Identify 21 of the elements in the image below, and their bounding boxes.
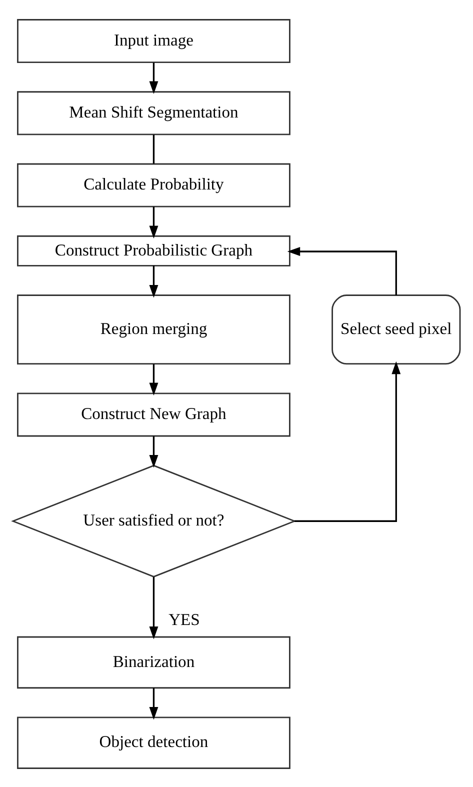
node-box: Construct Probabilistic Graph bbox=[17, 234, 290, 266]
arrow bbox=[149, 576, 158, 639]
node-box: Construct New Graph bbox=[17, 392, 290, 436]
edge-label: YES bbox=[168, 609, 200, 628]
arrow bbox=[149, 436, 158, 468]
arrow bbox=[149, 206, 158, 238]
arrow bbox=[149, 62, 158, 94]
arrow bbox=[294, 360, 401, 522]
arrow bbox=[287, 246, 397, 295]
node-box: Binarization bbox=[17, 636, 290, 688]
connector bbox=[152, 134, 155, 164]
arrow bbox=[149, 687, 158, 720]
node-box: Select seed pixel bbox=[332, 294, 461, 364]
node-box: Input image bbox=[17, 18, 290, 62]
node-box: Object detection bbox=[17, 716, 290, 768]
arrow bbox=[149, 265, 158, 298]
node-box: Calculate Probability bbox=[17, 162, 290, 207]
node-box: Region merging bbox=[17, 294, 290, 364]
node-diamond: User satisfied or not? bbox=[11, 464, 296, 577]
node-box: Mean Shift Segmentation bbox=[17, 90, 290, 135]
arrow bbox=[149, 364, 158, 396]
